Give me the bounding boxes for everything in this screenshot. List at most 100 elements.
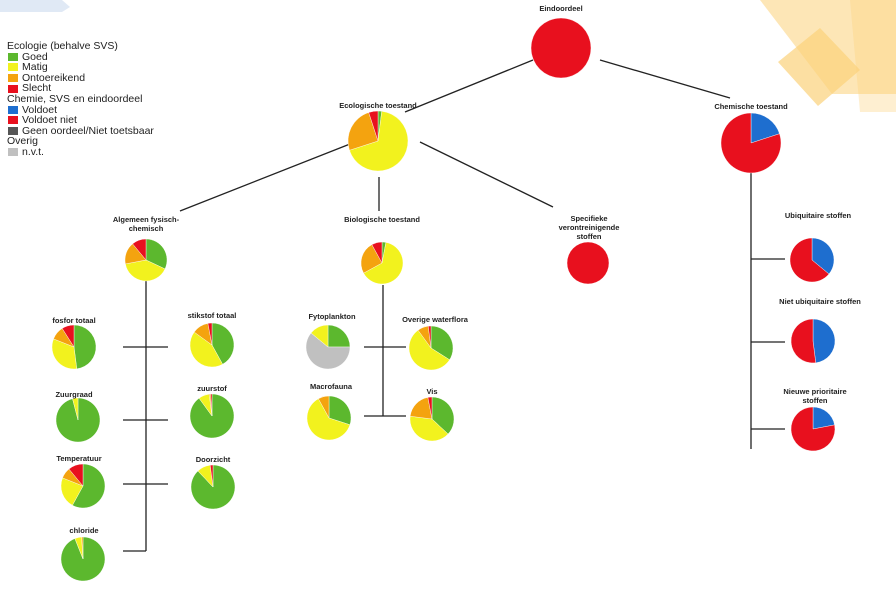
legend-swatch-ontoereikend	[8, 74, 18, 83]
pie-slice-slecht	[371, 241, 383, 264]
legend-group-chemie: Chemie, SVS en eindoordeel	[7, 92, 143, 105]
legend-item-nvt: n.v.t.	[7, 147, 154, 158]
node-label-temperatuur: Temperatuur	[56, 454, 102, 463]
pie-ecologische-toestand	[347, 110, 409, 172]
legend-label-voldoet: Voldoet	[22, 103, 58, 116]
pie-slice-slecht	[61, 324, 75, 348]
legend-item-voldoet: Voldoet	[7, 103, 154, 116]
pie-slice-ontoereikend	[360, 244, 383, 274]
pie-macrofauna	[306, 395, 352, 441]
pie-slice-matig	[72, 397, 79, 421]
legend-label-nvt: n.v.t.	[22, 145, 44, 158]
pie-vis	[409, 396, 455, 442]
decorative-shape-top-left	[0, 0, 70, 12]
pie-eindoordeel	[530, 17, 592, 79]
legend-label-slecht: Slecht	[22, 82, 52, 95]
node-label-macrofauna: Macrofauna	[309, 382, 353, 391]
pie-algemeen-fysisch-chemisch	[124, 238, 168, 282]
pie-slice-matig	[408, 329, 450, 371]
legend-group-ecologie: Ecologie (behalve SVS)	[7, 40, 118, 52]
pie-slice-goed	[327, 324, 351, 348]
pie-slice-slecht	[428, 325, 432, 349]
node-label-overige-waterflora: Overige waterflora	[402, 315, 468, 324]
pie-slice-matig	[349, 111, 409, 172]
pie-chloride	[60, 536, 106, 582]
legend-swatch-voldoet	[8, 105, 18, 114]
pie-slice-matig	[189, 331, 223, 368]
pie-slice-ontoereikend	[347, 112, 379, 151]
pie-fosfor-totaal	[51, 324, 97, 370]
pie-slice-goed	[431, 396, 455, 435]
pie-ubiquitaire-stoffen	[789, 237, 835, 283]
node-label-nieuwe-prioritaire-stoffen: Nieuwe prioritaire stoffen	[783, 387, 847, 405]
legend-swatch-goed	[8, 52, 18, 61]
pie-slice-slecht	[207, 322, 213, 346]
node-label-biologische-toestand: Biologische toestand	[344, 215, 420, 224]
pie-stikstof-totaal	[189, 322, 235, 368]
node-label-doorzicht: Doorzicht	[195, 455, 231, 464]
pie-slice-voldoet-niet	[790, 406, 836, 452]
legend-item-voldoet-niet: Voldoet niet	[7, 115, 154, 126]
connector-line	[599, 59, 731, 99]
pie-slice-ontoereikend	[81, 536, 84, 560]
node-label-fytoplankton: Fytoplankton	[308, 312, 356, 321]
node-label-specifieke-verontreinigende-stoffen: Specifieke verontreinigende stoffen	[558, 214, 620, 241]
node-label-stikstof-totaal: stikstof totaal	[187, 311, 237, 320]
legend-item-slecht: Slecht	[7, 83, 154, 94]
pie-doorzicht	[190, 464, 236, 510]
pie-nieuwe-prioritaire-stoffen	[790, 406, 836, 452]
pie-niet-ubiquitaire-stoffen	[790, 318, 836, 364]
pie-slice-goed	[72, 463, 106, 509]
node-label-niet-ubiquitaire-stoffen: Niet ubiquitaire stoffen	[779, 297, 861, 306]
pie-zuurgraad	[55, 397, 101, 443]
legend-label-goed: Goed	[22, 50, 48, 63]
pie-temperatuur	[60, 463, 106, 509]
node-label-chloride: chloride	[69, 526, 99, 535]
legend-item-matig: Matig	[7, 62, 154, 73]
node-label-zuurgraad: Zuurgraad	[55, 390, 93, 399]
pie-slice-slecht	[132, 238, 147, 261]
pie-slice-slecht	[210, 464, 214, 488]
pie-specifieke-verontreinigende-stoffen	[566, 241, 610, 285]
pie-slice-slecht	[368, 110, 379, 142]
node-label-eindoordeel: Eindoordeel	[539, 4, 583, 13]
legend-item-ontoereikend: Ontoereikend	[7, 73, 154, 84]
legend-swatch-matig	[8, 63, 18, 72]
pie-slice-matig	[363, 242, 404, 285]
pie-slice-slecht	[68, 463, 84, 487]
node-label-chemische-toestand: Chemische toestand	[714, 102, 788, 111]
pie-slice-matig	[60, 477, 84, 506]
legend-label-voldoet-niet: Voldoet niet	[22, 114, 77, 127]
decorative-shape-diamond	[778, 28, 860, 106]
legend-label-geen-oordeel: Geen oordeel/Niet toetsbaar	[22, 124, 154, 137]
pie-slice-slecht	[210, 393, 213, 417]
connector-line	[404, 59, 534, 113]
pie-slice-matig	[306, 398, 351, 441]
pie-slice-matig	[409, 416, 449, 442]
decorative-shape-corner	[850, 0, 896, 112]
node-label-vis: Vis	[426, 387, 438, 396]
pie-chemische-toestand	[720, 112, 782, 174]
node-label-zuurstof: zuurstof	[197, 384, 227, 393]
pie-slice-matig	[125, 259, 166, 282]
pie-slice-voldoet-niet	[720, 112, 782, 174]
connector-line	[179, 143, 351, 212]
node-label-fosfor-totaal: fosfor totaal	[52, 316, 96, 325]
pie-slice-slecht	[530, 17, 592, 79]
pie-slice-nvt	[305, 332, 351, 370]
pie-zuurstof	[189, 393, 235, 439]
pie-slice-goed	[73, 324, 97, 370]
pie-slice-goed	[145, 238, 168, 270]
legend-label-matig: Matig	[22, 61, 48, 74]
pie-slice-slecht	[566, 241, 610, 285]
pie-slice-goed	[211, 322, 235, 365]
pie-slice-voldoet	[812, 318, 836, 364]
legend-item-geen-oordeel: Geen oordeel/Niet toetsbaar	[7, 126, 154, 137]
pie-slice-matig	[310, 324, 329, 348]
legend-swatch-geen-oordeel	[8, 127, 18, 136]
pie-biologische-toestand	[360, 241, 404, 285]
node-label-ubiquitaire-stoffen: Ubiquitaire stoffen	[784, 211, 852, 220]
legend-group-overig: Overig	[7, 135, 38, 148]
